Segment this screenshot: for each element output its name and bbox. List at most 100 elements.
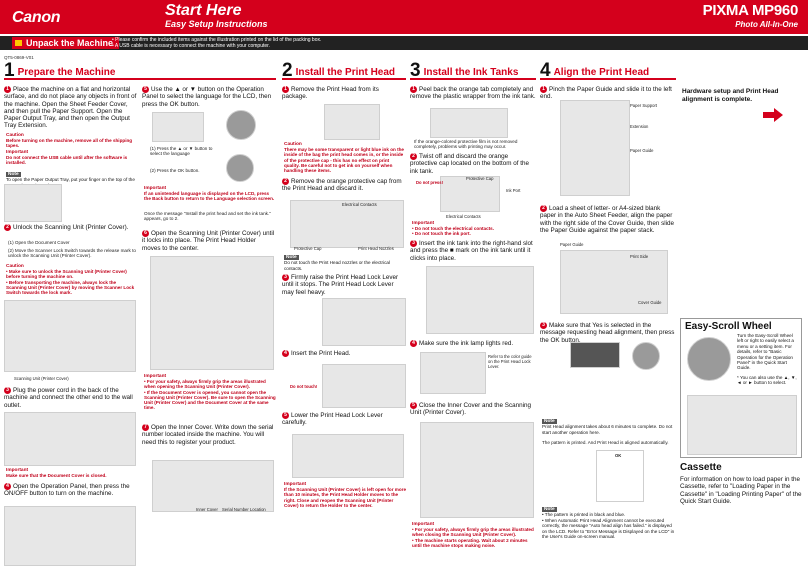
next-arrow-icon (763, 108, 783, 122)
step-number: 1 (4, 60, 15, 81)
insert-print-head-illustration (322, 364, 406, 408)
ink-lamp-illustration (420, 352, 486, 394)
s1-step-5b: (2) Press the OK button. (150, 168, 200, 173)
machine-photo (687, 395, 797, 455)
model-name: PIXMA MP960 (702, 2, 799, 19)
easy-scroll-body: Turn the Easy-Scroll Wheel left or right… (737, 333, 794, 371)
page-title: Start Here (165, 2, 242, 19)
label-do-not-touch: Do not touch! (290, 384, 318, 389)
load-paper-illustration (560, 250, 668, 314)
scroll-wheel-icon (687, 337, 731, 381)
label-electrical-contacts: Electrical Contacts (342, 202, 377, 207)
label-ink-port: Ink Port (506, 188, 521, 193)
close-cover-illustration (420, 422, 534, 518)
s4-pattern-note: The pattern is printed. And Print Head i… (542, 440, 669, 445)
machine-illustration (4, 184, 62, 222)
alignment-pattern-sheet: OK (596, 450, 644, 502)
step-number: 4 (540, 60, 551, 81)
step-title: Align the Print Head (553, 67, 650, 78)
label-protective-cap: Protective Cap (294, 246, 322, 251)
step-3-header: 3 Install the Ink Tanks (410, 60, 536, 81)
s1-step-2b: (2) Move the Scanner Lock Switch towards… (8, 248, 136, 259)
cassette-body: For information on how to load paper in … (680, 476, 802, 506)
easy-scroll-box: Easy-Scroll Wheel Turn the Easy-Scroll W… (680, 318, 802, 458)
unpack-tag: Unpack the Machine (12, 37, 120, 49)
label-electrical-contacts: Electrical Contacts (446, 214, 481, 219)
label-serial-number: Serial Number Location (222, 507, 266, 512)
s4-note-4: Note• The pattern is printed in black an… (542, 507, 675, 540)
easy-scroll-title: Easy-Scroll Wheel (685, 321, 772, 332)
lock-lever-raise-illustration (322, 298, 406, 346)
scanner-unlock-illustration (4, 300, 136, 372)
label-inner-cover: Inner Cover (196, 507, 218, 512)
insert-ink-tank-illustration (426, 266, 534, 334)
power-cord-illustration (4, 412, 136, 466)
unpack-note-2: • A USB cable is necessary to connect th… (112, 43, 270, 49)
s3-important-5: Important• For your safety, always firml… (412, 522, 534, 548)
s3-important-2: Important• Do not touch the electrical c… (412, 221, 495, 237)
label-do-not-press: Do not press! (416, 180, 443, 185)
label-ok: OK (615, 453, 622, 458)
s1-important-6: Important• For your safety, always firml… (144, 374, 276, 411)
s3-film-note: If the orange-colored protective film is… (414, 139, 518, 150)
step-number: 3 (410, 60, 421, 81)
step-title: Install the Print Head (295, 67, 396, 78)
lcd-head-alignment-screen (570, 342, 620, 368)
unpack-note-1: • Please confirm the included items agai… (112, 37, 322, 43)
label-print-side: Print Side (630, 254, 649, 259)
step-number: 2 (282, 60, 293, 81)
header-band: Canon Start Here Easy Setup Instructions… (0, 0, 808, 34)
protective-cap-illustration (290, 200, 404, 248)
easy-scroll-body-2: * You can also use the ▲, ▼, ◄ or ► butt… (737, 375, 797, 386)
label-paper-support: Paper Support (630, 103, 658, 108)
document-id: QT5-0869-V01 (4, 55, 34, 60)
label-color-guide: Refer to the color guide on the Print He… (488, 354, 532, 369)
s1-step-2a: (1) Open the Document Cover (8, 240, 70, 245)
ok-button-icon (226, 154, 254, 182)
cassette-title: Cassette (680, 462, 722, 473)
label-print-head-nozzles: Print Head Nozzles (358, 246, 394, 251)
step-title: Install the Ink Tanks (423, 67, 519, 78)
step-1-header: 1 Prepare the Machine (4, 60, 276, 81)
page-subtitle: Easy Setup Instructions (165, 19, 268, 29)
label-cover-guide: Cover Guide (638, 300, 662, 305)
operation-panel-illustration (4, 506, 136, 566)
scanning-unit-open-illustration (150, 256, 274, 370)
label-paper-guide: Paper Guide (630, 148, 654, 153)
serial-number-illustration (152, 460, 274, 512)
setup-complete-message: Hardware setup and Print Head alignment … (682, 88, 779, 103)
ink-tank-wrapper-illustration (430, 108, 508, 138)
model-subtitle: Photo All-In-One (735, 20, 798, 29)
s1-step-5c: Once the message "Install the print head… (144, 211, 271, 222)
lcd-language-screen (152, 112, 204, 142)
unpack-band: Unpack the Machine • Please confirm the … (0, 36, 808, 50)
print-head-package-illustration (324, 104, 380, 140)
ok-button-icon (632, 342, 660, 370)
label-scanning-unit: Scanning Unit (Printer Cover) (14, 376, 69, 381)
s1-step-5a: (1) Press the ▲ or ▼ button to select th… (150, 146, 213, 157)
step-2-header: 2 Install the Print Head (282, 60, 406, 81)
step-4-header: 4 Align the Print Head (540, 60, 676, 81)
label-protective-cap: Protective Cap (466, 176, 494, 181)
